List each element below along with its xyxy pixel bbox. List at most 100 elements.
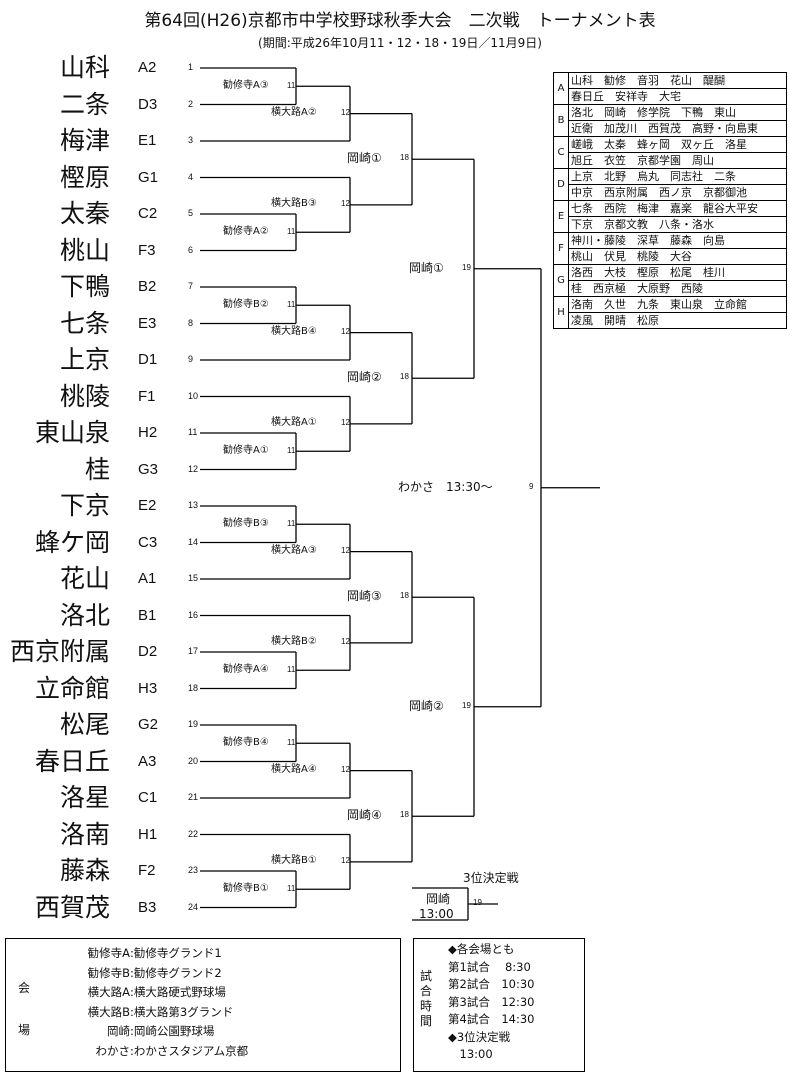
match-venue-label: 岡崎③ (346, 589, 383, 604)
team-name: 下鴨 (59, 272, 110, 301)
team-seed: B1 (138, 606, 157, 624)
venue-side-label-bottom: 場 (18, 1023, 31, 1037)
match-venue-label: 横大路A④ (270, 763, 318, 776)
team-name: 太秦 (59, 199, 110, 228)
team-name: 樫原 (59, 162, 110, 192)
match-number: 11 (287, 665, 296, 675)
team-name: 春日丘 (34, 746, 110, 776)
group-row: 桂 西京極 大原野 西陵 (554, 280, 787, 297)
match-venue-label: 勧修寺A④ (222, 664, 270, 677)
team-name: 花山 (59, 564, 110, 593)
team-seed: E3 (138, 314, 157, 332)
match-venue-label: 横大路A③ (270, 544, 318, 557)
venue-key: 横大路B (87, 1004, 130, 1019)
venue-row: 横大路A:横大路硬式野球場 (40, 984, 226, 1001)
team-number: 22 (188, 828, 199, 839)
group-row: 旭丘 衣笠 京都学園 周山 (554, 152, 787, 169)
team-number: 15 (188, 573, 199, 583)
venue-key: わかさ (95, 1043, 131, 1058)
group-schools: 上京 北野 烏丸 同志社 二条 (568, 168, 787, 185)
match-number: 12 (341, 326, 350, 336)
match-venue-label: 横大路B② (270, 635, 318, 648)
team-seed: C1 (138, 789, 158, 806)
team-seed: G3 (138, 460, 159, 478)
final-match-number: 9 (529, 481, 534, 491)
team-name: 山科 (59, 53, 110, 82)
group-schools: 七条 西院 梅津 嘉楽 龍谷大平安 (568, 200, 787, 217)
team-number: 13 (188, 500, 199, 510)
match-number: 19 (462, 700, 471, 710)
team-number: 23 (188, 865, 199, 875)
group-row: 下京 京都文教 八条・洛水 (554, 216, 787, 233)
team-name: 松尾 (59, 710, 110, 739)
team-number: 3 (188, 135, 194, 145)
team-name: 立命館 (34, 673, 110, 703)
team-seed: A2 (138, 59, 157, 76)
team-seed: G1 (138, 168, 159, 186)
team-number: 2 (188, 98, 194, 109)
match-venue-label: 横大路B③ (270, 197, 318, 210)
team-seed: A3 (138, 752, 157, 770)
team-name: 洛南 (59, 819, 110, 849)
times-side-label: 試合時間 (420, 969, 433, 1028)
venue-value: :横大路硬式野球場 (130, 985, 226, 999)
group-schools: 凌風 開晴 松原 (568, 312, 787, 329)
match-number: 11 (287, 519, 296, 529)
group-schools: 洛西 大枝 樫原 松尾 桂川 (568, 264, 787, 281)
match-number: 11 (287, 300, 296, 310)
venue-key: 勧修寺A (87, 946, 130, 960)
group-schools: 嵯峨 太秦 蜂ヶ岡 双ヶ丘 洛星 (568, 136, 787, 153)
group-row: 近衛 加茂川 西賀茂 高野・向島東 (554, 120, 787, 137)
team-number: 8 (188, 317, 194, 328)
venue-key: 勧修寺B (87, 965, 130, 980)
match-venue-label: 勧修寺A② (222, 226, 270, 239)
match-number: 12 (341, 855, 350, 865)
team-name: 七条 (59, 308, 110, 338)
group-letter: H (553, 296, 569, 329)
team-seed: D1 (138, 351, 158, 368)
team-seed: F3 (138, 241, 156, 259)
team-name: 二条 (59, 89, 110, 119)
venue-key: 岡崎 (107, 1024, 130, 1038)
team-number: 18 (188, 682, 199, 693)
team-name: 桃山 (59, 235, 110, 265)
group-row: 春日丘 安祥寺 大宅 (554, 88, 787, 105)
page-title: 第64回(H26)京都市中学校野球秋季大会 二次戦 トーナメント表 (144, 11, 656, 31)
venue-side-label-top: 会 (18, 981, 31, 995)
team-seed: H1 (138, 825, 158, 843)
match-number: 11 (287, 738, 296, 748)
team-number: 7 (188, 281, 194, 291)
match-number: 12 (341, 107, 350, 117)
group-schools: 桃山 伏見 桃陵 大谷 (568, 248, 787, 265)
team-number: 6 (188, 244, 194, 255)
match-venue-label: 横大路B① (270, 854, 318, 867)
team-name: 桃陵 (59, 381, 110, 411)
match-venue-label: 勧修寺B④ (222, 737, 270, 750)
team-seed: B3 (138, 898, 157, 916)
venue-value: :勧修寺グランド1 (130, 946, 222, 960)
tournament-period: (期間:平成26年10月11・12・18・19日／11月9日) (258, 36, 542, 50)
team-number: 12 (188, 463, 199, 474)
team-name: 洛北 (59, 600, 110, 630)
match-venue-label: 勧修寺B③ (222, 518, 270, 531)
match-number: 12 (341, 636, 350, 646)
team-name: 洛星 (59, 783, 110, 812)
team-seed: F1 (138, 387, 156, 405)
match-venue-label: 岡崎② (408, 698, 445, 713)
group-schools: 下京 京都文教 八条・洛水 (568, 216, 787, 233)
team-number: 20 (188, 755, 199, 766)
team-name: 藤森 (59, 856, 110, 885)
venue-value: :わかさスタジアム京都 (130, 1043, 249, 1058)
match-number: 18 (400, 153, 409, 163)
team-seed: E2 (138, 497, 157, 514)
group-schools: 近衛 加茂川 西賀茂 高野・向島東 (568, 120, 787, 137)
team-number: 24 (188, 901, 199, 912)
match-number: 19 (462, 262, 471, 272)
